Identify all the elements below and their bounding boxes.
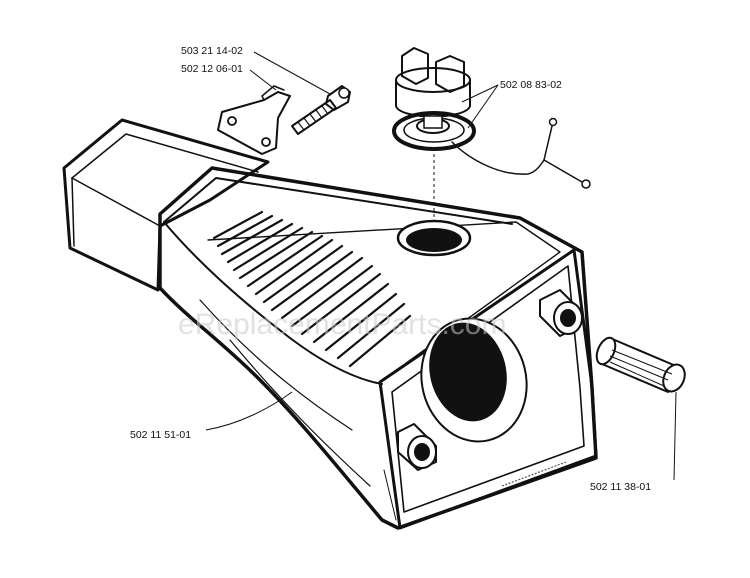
part-labels: 503 21 14-02 502 12 06-01 502 08 83-02 5… — [130, 45, 651, 493]
stamp-mark — [501, 461, 567, 487]
part-label-pin: 502 11 38-01 — [590, 481, 651, 493]
part-label-cap: 502 08 83-02 — [500, 79, 562, 91]
part-label-bolt: 503 21 14-02 — [181, 45, 243, 57]
front-boss-right — [539, 289, 583, 337]
fuel-cap-part — [392, 47, 591, 222]
filler-opening — [396, 219, 472, 257]
front-opening — [420, 317, 528, 443]
grip-ribs — [212, 210, 412, 368]
pin-part — [595, 336, 686, 393]
front-boss-left — [397, 423, 437, 471]
part-label-bracket: 502 12 06-01 — [181, 63, 243, 75]
fuel-tank-housing — [62, 118, 598, 530]
bracket-part — [217, 85, 291, 155]
bolt-part — [291, 85, 351, 135]
watermark: eReplacementParts.com — [178, 308, 506, 341]
leader-lines — [205, 51, 677, 481]
tank-rear-neck — [62, 118, 270, 292]
tank-main-body — [158, 166, 598, 530]
part-label-tank: 502 11 51-01 — [130, 429, 191, 441]
